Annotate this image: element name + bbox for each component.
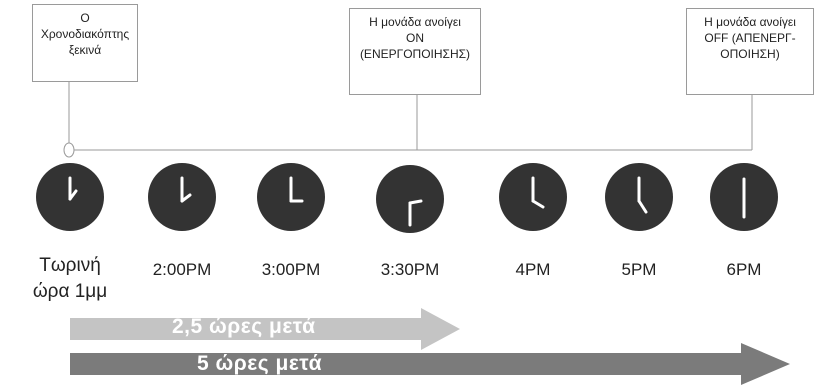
on-box-line-2: ON [406, 31, 424, 45]
on-box-line-3: (ΕΝΕΡΓΟΠΟΙΗΣΗΣ) [359, 47, 471, 61]
start-box-line-1: Ο [80, 11, 90, 25]
clock-6pm-icon [710, 163, 778, 231]
time-label-5pm: 5PM [622, 260, 657, 280]
clock-2pm-icon [148, 163, 216, 231]
time-label-now-line-1: Τωρινή [39, 255, 101, 276]
time-label-5pm-text: 5PM [621, 260, 657, 279]
clock-1pm-icon [36, 163, 104, 231]
time-label-3pm-text: 3:00PM [261, 260, 321, 279]
time-label-330pm-text: 3:30PM [380, 260, 440, 279]
time-label-2pm: 2:00PM [153, 260, 212, 280]
short-duration-label: 2,5 ώρες μετά [172, 315, 316, 338]
time-label-330pm: 3:30PM [381, 260, 440, 280]
time-label-4pm-text: 4PM [515, 260, 551, 279]
off-box-line-1: Η μονάδα ανοίγει [704, 15, 796, 29]
long-duration-label: 5 ώρες μετά [197, 352, 322, 375]
short-duration-arrow [70, 308, 460, 350]
time-label-3pm: 3:00PM [262, 260, 321, 280]
on-box: Η μονάδα ανοίγει ON (ΕΝΕΡΓΟΠΟΙΗΣΗΣ) [349, 8, 481, 95]
clock-4pm-icon [499, 163, 567, 231]
long-duration-arrow [70, 343, 790, 385]
time-label-now: Τωρινή ώρα 1μμ [33, 253, 107, 305]
time-label-now-line-2: ώρα 1μμ [32, 281, 108, 302]
time-label-6pm-text: 6PM [726, 260, 762, 279]
time-label-6pm: 6PM [727, 260, 762, 280]
clock-330pm-icon [376, 165, 444, 233]
time-label-2pm-text: 2:00PM [152, 260, 212, 279]
on-box-line-1: Η μονάδα ανοίγει [369, 15, 461, 29]
start-box-line-3: ξεκινά [68, 43, 102, 57]
clock-5pm-icon [605, 163, 673, 231]
off-box-line-2: OFF (ΑΠΕΝΕΡΓ- [704, 31, 796, 45]
timeline-start-marker [63, 142, 75, 158]
start-box-line-2: Χρονοδιακόπτης [40, 27, 130, 41]
off-box-line-3: ΟΠΟΙΗΣΗ) [720, 47, 780, 61]
start-box: Ο Χρονοδιακόπτης ξεκινά [32, 4, 138, 82]
off-box: Η μονάδα ανοίγει OFF (ΑΠΕΝΕΡΓ- ΟΠΟΙΗΣΗ) [686, 8, 814, 95]
time-label-4pm: 4PM [516, 260, 551, 280]
clock-3pm-icon [257, 163, 325, 231]
